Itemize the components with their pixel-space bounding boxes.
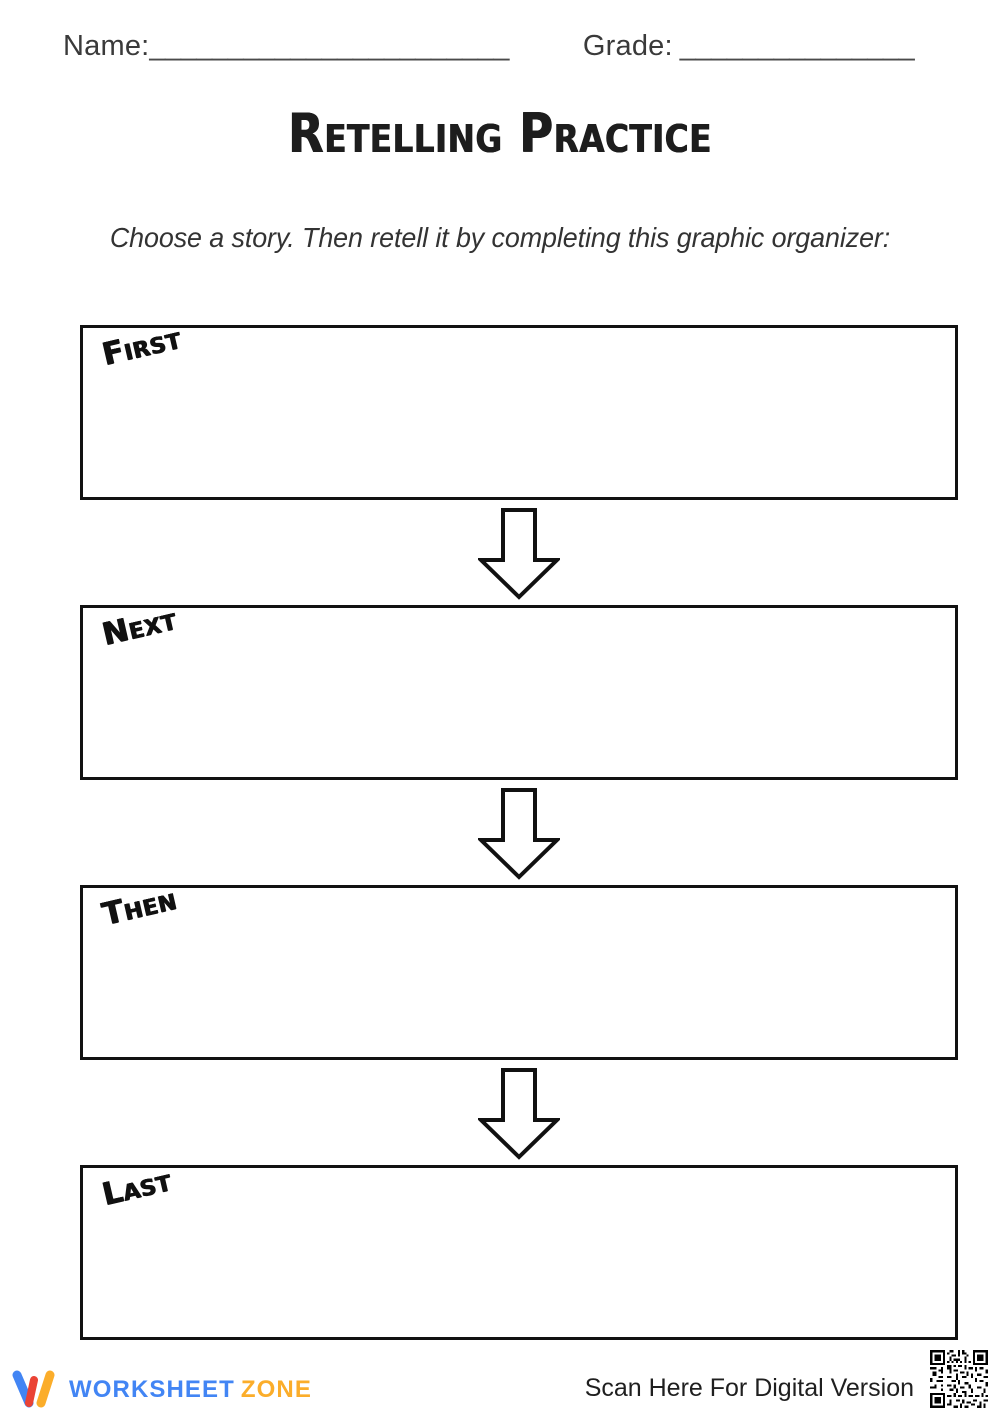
step-label-first: First <box>99 320 185 374</box>
grade-field[interactable]: Grade:_______________ <box>582 30 915 63</box>
step-box-then[interactable]: Then <box>80 881 958 1060</box>
grade-write-line[interactable]: _______________ <box>679 30 915 62</box>
name-field[interactable]: Name:_______________________ <box>63 30 509 63</box>
student-info-row: Name:_______________________ Grade:_____… <box>0 30 1000 78</box>
down-arrow-icon <box>478 1068 560 1160</box>
connector-2 <box>80 780 958 885</box>
grade-label: Grade: <box>582 30 673 62</box>
qr-code-icon <box>928 1348 990 1410</box>
name-label: Name: <box>63 30 150 62</box>
step-box-first[interactable]: First <box>80 320 958 500</box>
down-arrow-icon <box>478 788 560 880</box>
instructions-text: Choose a story. Then retell it by comple… <box>109 222 891 253</box>
connector-3 <box>80 1060 958 1165</box>
scan-instruction-text: Scan Here For Digital Version <box>584 1374 914 1402</box>
step-label-then: Then <box>99 881 181 934</box>
name-write-line[interactable]: _______________________ <box>149 30 509 62</box>
step-box-last[interactable]: Last <box>80 1162 958 1340</box>
brand-zone-text: ZONE <box>240 1376 312 1403</box>
step-label-next: Next <box>99 601 181 654</box>
brand-worksheet-text: WORKSHEET <box>69 1376 235 1403</box>
page-title: Retelling Practice <box>288 102 712 165</box>
connector-1 <box>80 500 958 605</box>
step-label-last: Last <box>99 1162 175 1214</box>
step-box-next[interactable]: Next <box>80 601 958 780</box>
worksheet-zone-w-logo-icon <box>12 1370 55 1408</box>
graphic-organizer: First Next Then Last <box>80 320 958 1340</box>
down-arrow-icon <box>478 508 560 600</box>
qr-code[interactable] <box>922 1344 996 1414</box>
